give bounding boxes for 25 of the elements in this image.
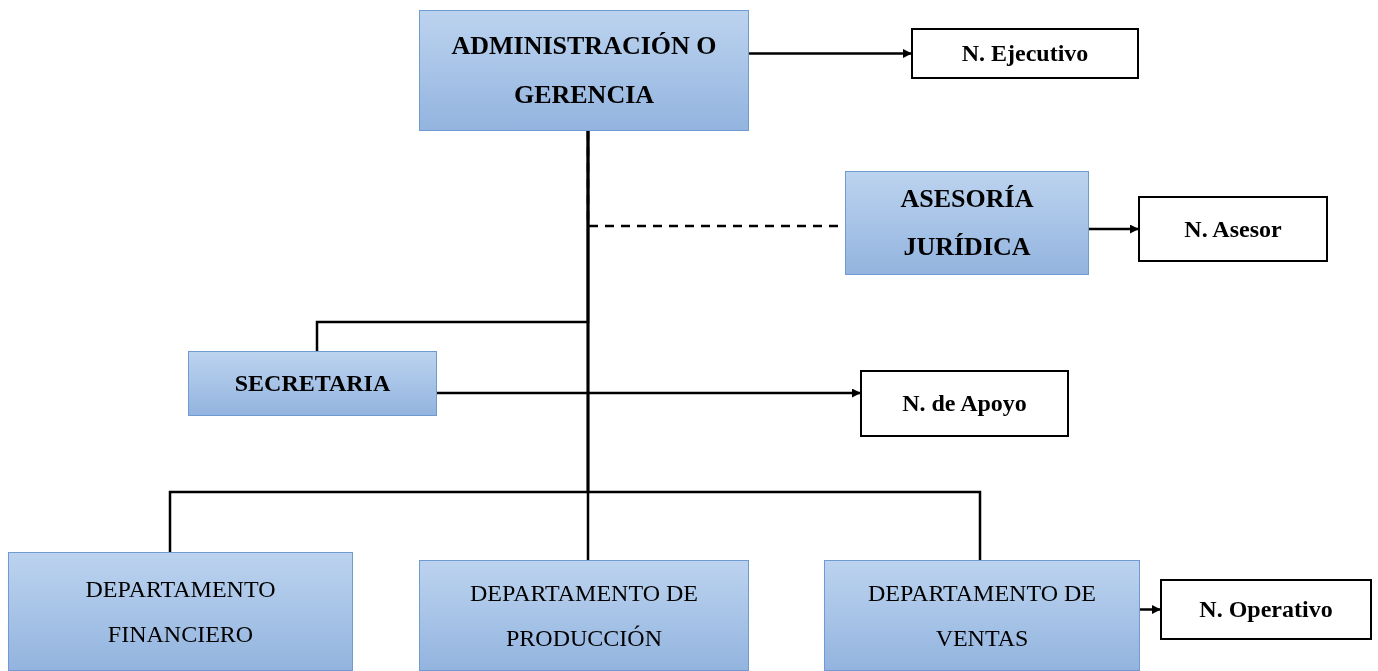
department-box — [8, 552, 353, 671]
connector-line — [586, 131, 982, 560]
process-box — [845, 171, 1089, 275]
arrow — [1140, 605, 1161, 614]
level-box — [911, 28, 1139, 79]
node-label: N. Ejecutivo — [961, 39, 1089, 69]
node-label: ADMINISTRACIÓN O GERENCIA — [450, 30, 718, 111]
node-label: N. Operativo — [1199, 595, 1333, 625]
node-label: DEPARTAMENTO FINANCIERO — [84, 575, 277, 649]
node-label: N. de Apoyo — [902, 389, 1027, 419]
department-box — [824, 560, 1140, 671]
node-label: SECRETARIA — [234, 369, 391, 399]
arrow — [749, 49, 912, 58]
process-box — [419, 10, 749, 131]
node-label: N. Asesor — [1184, 214, 1282, 244]
level-box — [860, 370, 1069, 437]
level-box — [1138, 196, 1328, 262]
arrow — [437, 388, 861, 398]
arrow — [1089, 224, 1139, 234]
department-box — [419, 560, 749, 671]
node-label: DEPARTAMENTO DE VENTAS — [867, 579, 1097, 653]
process-box — [188, 351, 437, 416]
node-label: DEPARTAMENTO DE PRODUCCIÓN — [469, 579, 699, 653]
level-box — [1160, 579, 1372, 640]
node-label: ASESORÍA JURÍDICA — [899, 182, 1035, 263]
